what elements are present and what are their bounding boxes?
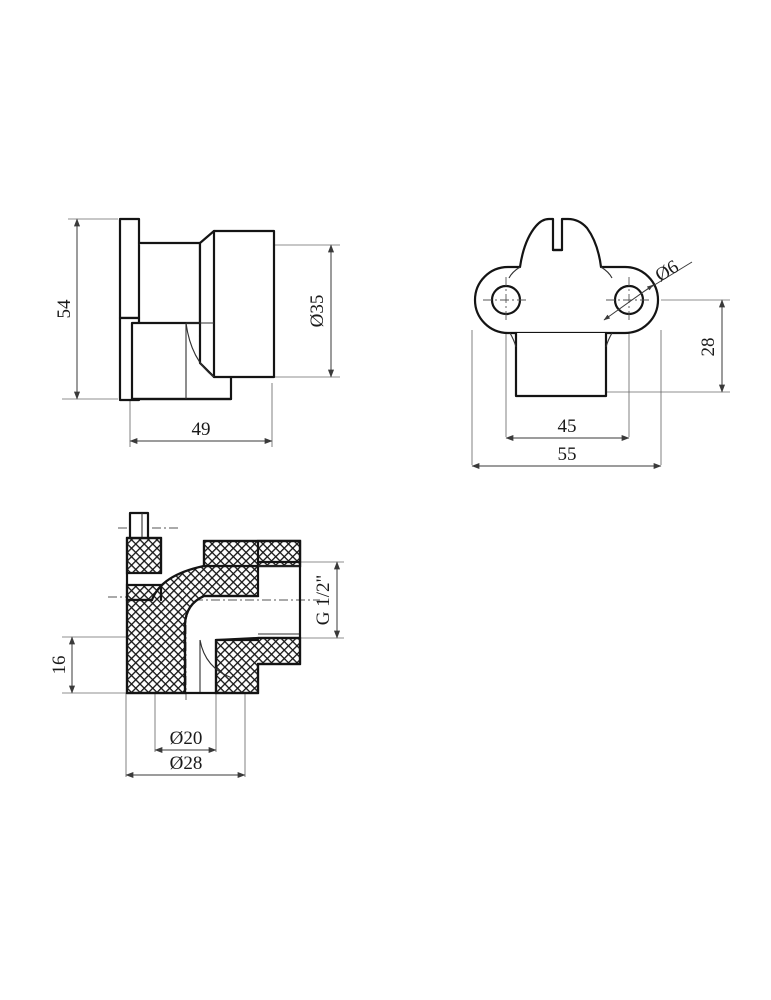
section-outer-silhouette <box>125 536 302 695</box>
side-view-body <box>118 217 276 402</box>
dimension-label-16: 16 <box>49 656 70 675</box>
dimension-label-54: 54 <box>54 299 75 319</box>
dimension-diameter-35: Ø35 <box>307 244 335 378</box>
dimension-height-28: 28 <box>698 299 726 393</box>
dimension-label-diameter-35: Ø35 <box>307 295 328 328</box>
side-elevation-view: 54 Ø35 49 <box>54 217 340 447</box>
dimension-height-16: 16 <box>49 636 76 694</box>
dimension-bore-20: Ø20 <box>154 728 217 754</box>
dimension-length-49: 49 <box>129 419 273 445</box>
section-thread-profile <box>256 560 302 640</box>
dimension-label-55: 55 <box>558 444 577 465</box>
dimension-label-49: 49 <box>192 419 211 440</box>
section-flange-tab <box>128 511 150 540</box>
dimension-label-g-half: G 1/2" <box>313 575 334 626</box>
cross-section-view: G 1/2" 16 Ø20 Ø28 <box>49 511 344 779</box>
front-view-spigot <box>509 331 613 398</box>
dimension-label-diameter-20: Ø20 <box>170 728 203 749</box>
section-flange-upper-ear <box>125 536 163 575</box>
dimension-label-45: 45 <box>558 416 577 437</box>
dimension-width-55: 55 <box>471 444 662 470</box>
dimension-width-45: 45 <box>505 416 630 442</box>
section-inner-bore <box>183 594 260 695</box>
dimension-outer-28: Ø28 <box>125 753 246 779</box>
dimension-label-28: 28 <box>698 338 719 357</box>
dimension-label-diameter-28: Ø28 <box>170 753 203 774</box>
front-flange-view: Ø6 28 45 55 <box>471 217 730 470</box>
dimension-thread-g-half: G 1/2" <box>313 561 341 639</box>
dimension-height-54: 54 <box>54 218 81 400</box>
